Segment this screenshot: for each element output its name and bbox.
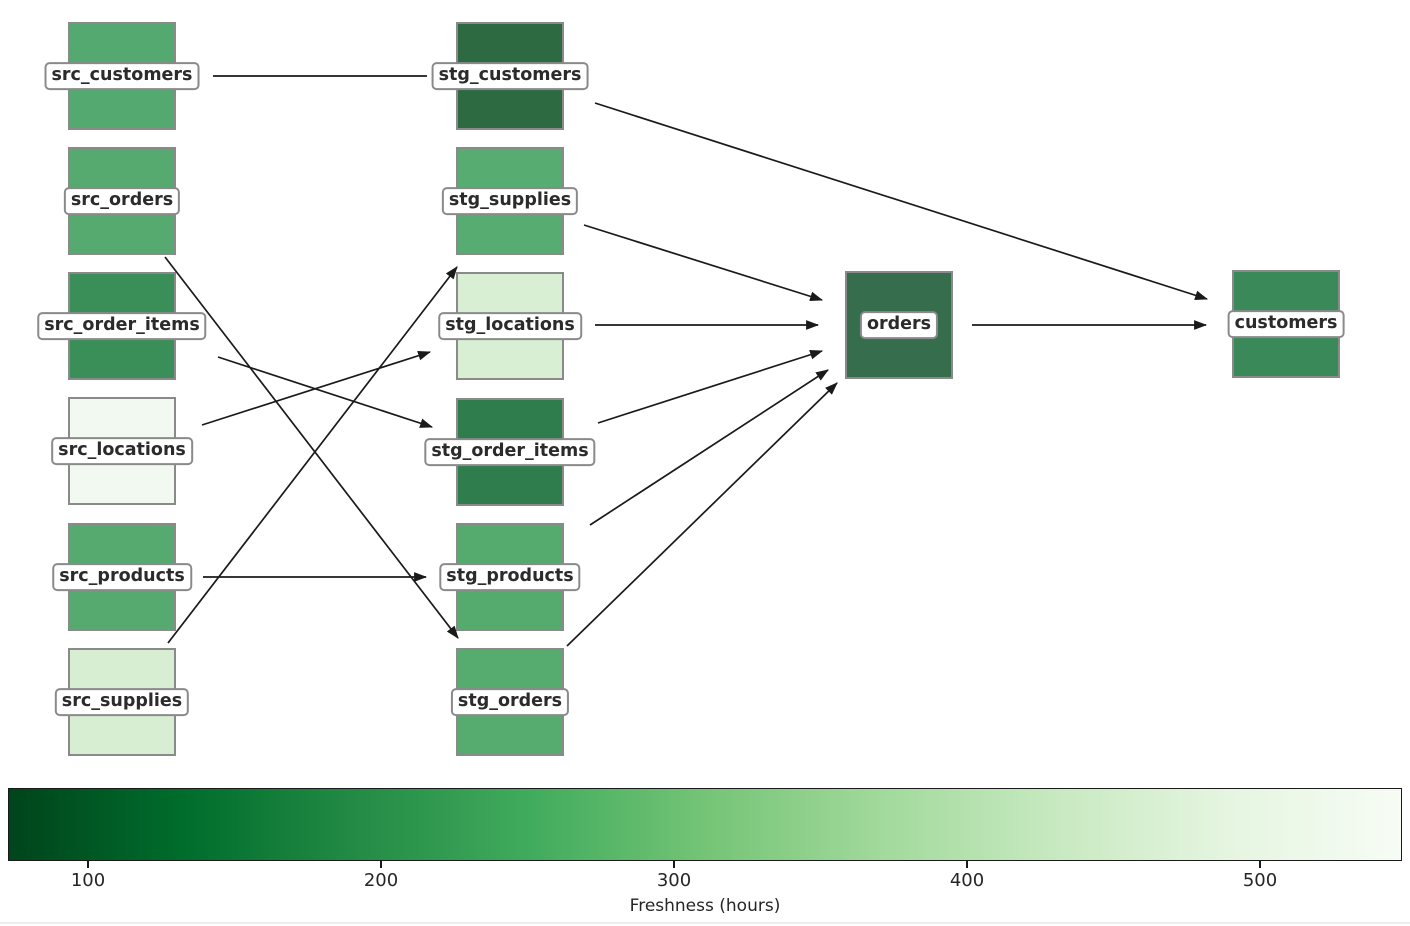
figure-bottom-border bbox=[0, 922, 1410, 924]
edge-src_locations-to-stg_locations bbox=[201, 350, 432, 426]
edge-src_orders-to-stg_orders bbox=[164, 256, 459, 639]
node-label-orders: orders bbox=[859, 311, 939, 339]
colorbar-tick-100 bbox=[87, 861, 89, 868]
edge-stg_order_items-to-orders bbox=[597, 350, 824, 424]
node-label-stg_customers: stg_customers bbox=[431, 62, 589, 90]
node-label-stg_supplies: stg_supplies bbox=[441, 187, 579, 215]
colorbar-tick-label-400: 400 bbox=[949, 870, 985, 891]
node-label-stg_orders: stg_orders bbox=[450, 688, 570, 716]
colorbar-tick-label-200: 200 bbox=[363, 870, 399, 891]
edge-src_order_items-to-stg_order_items bbox=[217, 356, 434, 428]
node-label-src_supplies: src_supplies bbox=[54, 688, 190, 716]
colorbar-tick-200 bbox=[380, 861, 382, 868]
edge-stg_products-to-orders bbox=[589, 369, 829, 526]
edge-stg_orders-to-orders bbox=[566, 382, 838, 647]
node-label-stg_order_items: stg_order_items bbox=[424, 438, 596, 466]
node-label-src_orders: src_orders bbox=[63, 187, 181, 215]
edge-stg_customers-to-customers bbox=[594, 102, 1209, 301]
colorbar-gradient bbox=[8, 788, 1402, 861]
colorbar-tick-label-100: 100 bbox=[70, 870, 106, 891]
colorbar-tick-400 bbox=[966, 861, 968, 868]
node-label-src_order_items: src_order_items bbox=[37, 312, 207, 340]
node-label-src_customers: src_customers bbox=[44, 62, 200, 90]
colorbar-tick-label-500: 500 bbox=[1242, 870, 1278, 891]
colorbar-axis-label: Freshness (hours) bbox=[629, 896, 781, 916]
node-label-stg_locations: stg_locations bbox=[438, 312, 582, 340]
node-label-src_products: src_products bbox=[52, 563, 192, 591]
node-label-src_locations: src_locations bbox=[51, 437, 193, 465]
node-label-stg_products: stg_products bbox=[439, 563, 581, 591]
colorbar-tick-500 bbox=[1259, 861, 1261, 868]
node-label-customers: customers bbox=[1227, 310, 1345, 338]
edge-src_supplies-to-stg_supplies bbox=[167, 266, 458, 644]
edge-stg_supplies-to-orders bbox=[583, 224, 824, 302]
colorbar-tick-300 bbox=[673, 861, 675, 868]
colorbar-tick-label-300: 300 bbox=[656, 870, 692, 891]
